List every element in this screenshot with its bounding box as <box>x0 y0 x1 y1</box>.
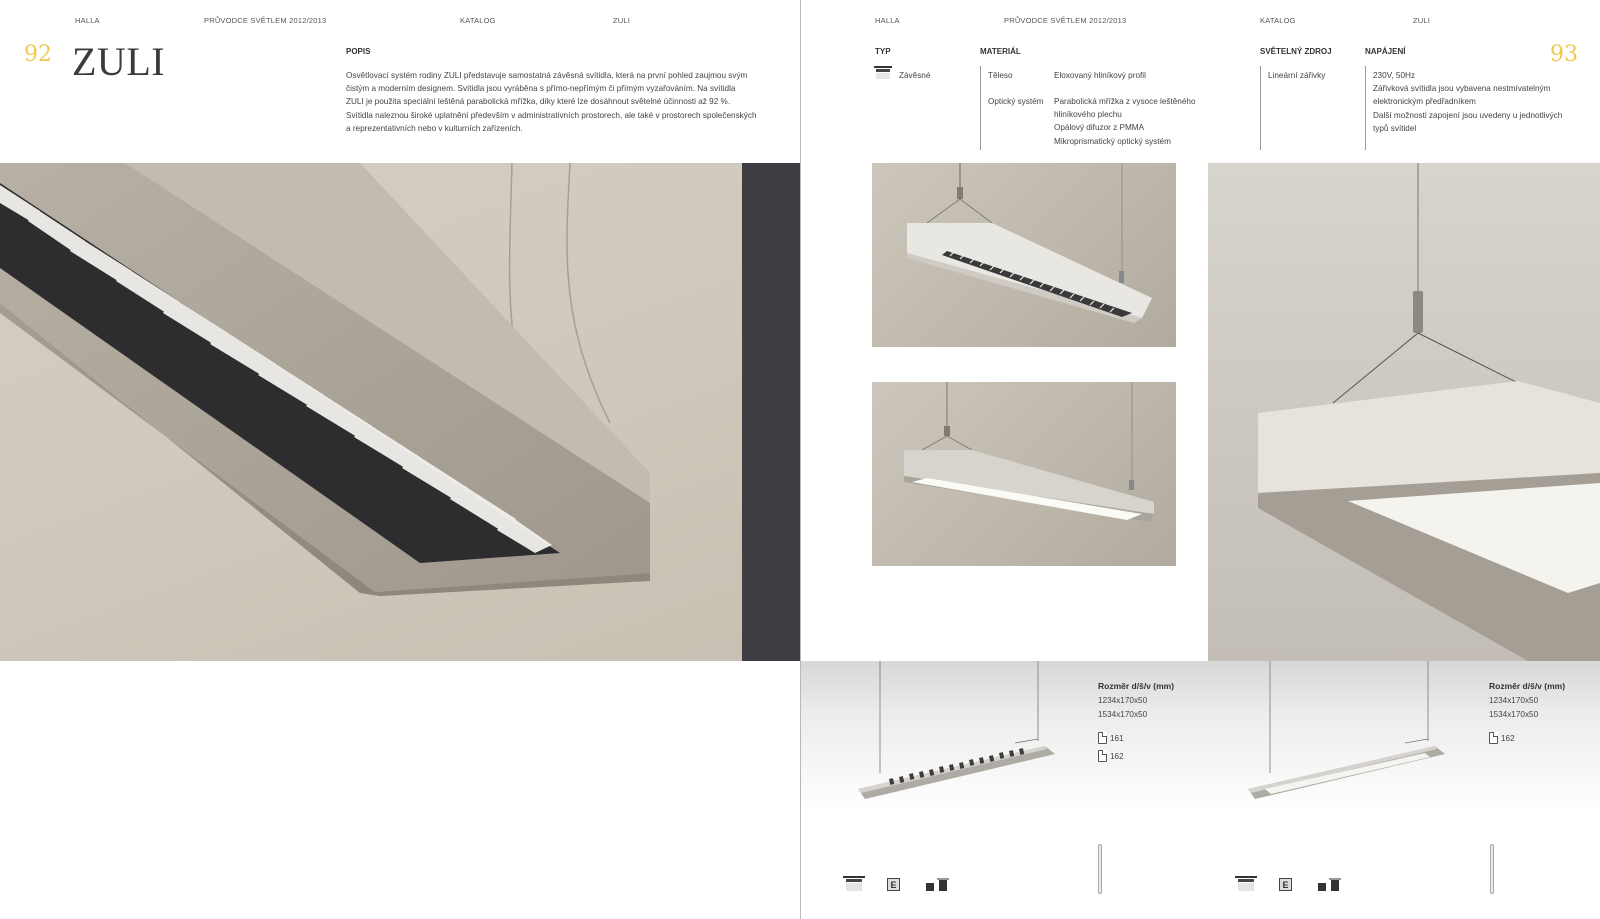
variant-diffuser-drawing <box>1245 661 1455 816</box>
main-luminaire-photo <box>0 163 742 661</box>
fluorescent-tube-icon <box>1098 844 1102 894</box>
luminaire-photo-diffuser <box>872 382 1176 566</box>
energy-class-icon: E <box>1279 878 1292 891</box>
header-brand-right: HALLA <box>875 16 900 25</box>
light-source-value: Lineární zářivky <box>1268 71 1326 80</box>
luminaire-photo-louvre <box>872 163 1176 347</box>
dimension-value: 1234x170x50 <box>1098 696 1148 705</box>
dimension-value: 1534x170x50 <box>1489 710 1539 719</box>
page-icon <box>1098 732 1107 744</box>
dimension-value: 1234x170x50 <box>1489 696 1539 705</box>
dimensions-title-2: Rozměr d/š/v (mm) <box>1489 681 1566 691</box>
dimension-value: 1534x170x50 <box>1098 710 1148 719</box>
header-section-right: KATALOG <box>1260 16 1296 25</box>
page-number-right: 93 <box>1550 42 1578 67</box>
power-value: 230V, 50Hz Zářivková svítidla jsou vybav… <box>1373 71 1563 133</box>
page-icon <box>1098 750 1107 762</box>
type-label: TYP <box>875 47 891 56</box>
page-number-left: 92 <box>24 42 52 67</box>
decorative-dark-strip <box>742 163 800 661</box>
luminaire-photo-closeup <box>1208 163 1600 661</box>
type-value: Závěsné <box>899 71 931 80</box>
power-label: NAPÁJENÍ <box>1365 47 1406 56</box>
page-icon <box>1489 732 1498 744</box>
product-title: ZULI <box>72 39 166 84</box>
header-product-right: ZULI <box>1413 16 1431 25</box>
energy-class-icon: E <box>887 878 900 891</box>
fluorescent-tube-icon <box>1490 844 1494 894</box>
page-reference[interactable]: 162 <box>1489 732 1515 744</box>
pendant-symbol-icon <box>872 66 894 85</box>
divider-line <box>1365 66 1366 150</box>
description-text: Osvětlovací systém rodiny ZULI představu… <box>346 71 757 133</box>
beam-direction-icon <box>926 878 956 897</box>
page-spine <box>800 0 801 919</box>
header-guide: PRŮVODCE SVĚTLEM 2012/2013 <box>204 16 327 25</box>
dimensions-title-1: Rozměr d/š/v (mm) <box>1098 681 1175 691</box>
header-guide-right: PRŮVODCE SVĚTLEM 2012/2013 <box>1004 16 1127 25</box>
header-brand: HALLA <box>75 16 100 25</box>
pendant-symbol-icon <box>842 876 866 897</box>
header-product: ZULI <box>613 16 631 25</box>
material-label: MATERIÁL <box>980 47 1021 56</box>
material-key-optics: Optický systém <box>988 97 1044 106</box>
material-value-optics: Parabolická mřížka z vysoce leštěného hl… <box>1054 97 1196 146</box>
divider-line <box>980 66 981 150</box>
material-value-body: Eloxovaný hliníkový profil <box>1054 71 1146 80</box>
page-reference[interactable]: 162 <box>1098 750 1124 762</box>
material-key-body: Těleso <box>988 71 1013 80</box>
description-label: POPIS <box>346 47 371 56</box>
header-section: KATALOG <box>460 16 496 25</box>
product-variants-band <box>801 661 1600 811</box>
pendant-symbol-icon <box>1234 876 1258 897</box>
page-reference[interactable]: 161 <box>1098 732 1124 744</box>
beam-direction-icon <box>1318 878 1348 897</box>
light-source-label: SVĚTELNÝ ZDROJ <box>1260 47 1332 56</box>
divider-line <box>1260 66 1261 150</box>
variant-louvre-drawing <box>855 661 1065 816</box>
